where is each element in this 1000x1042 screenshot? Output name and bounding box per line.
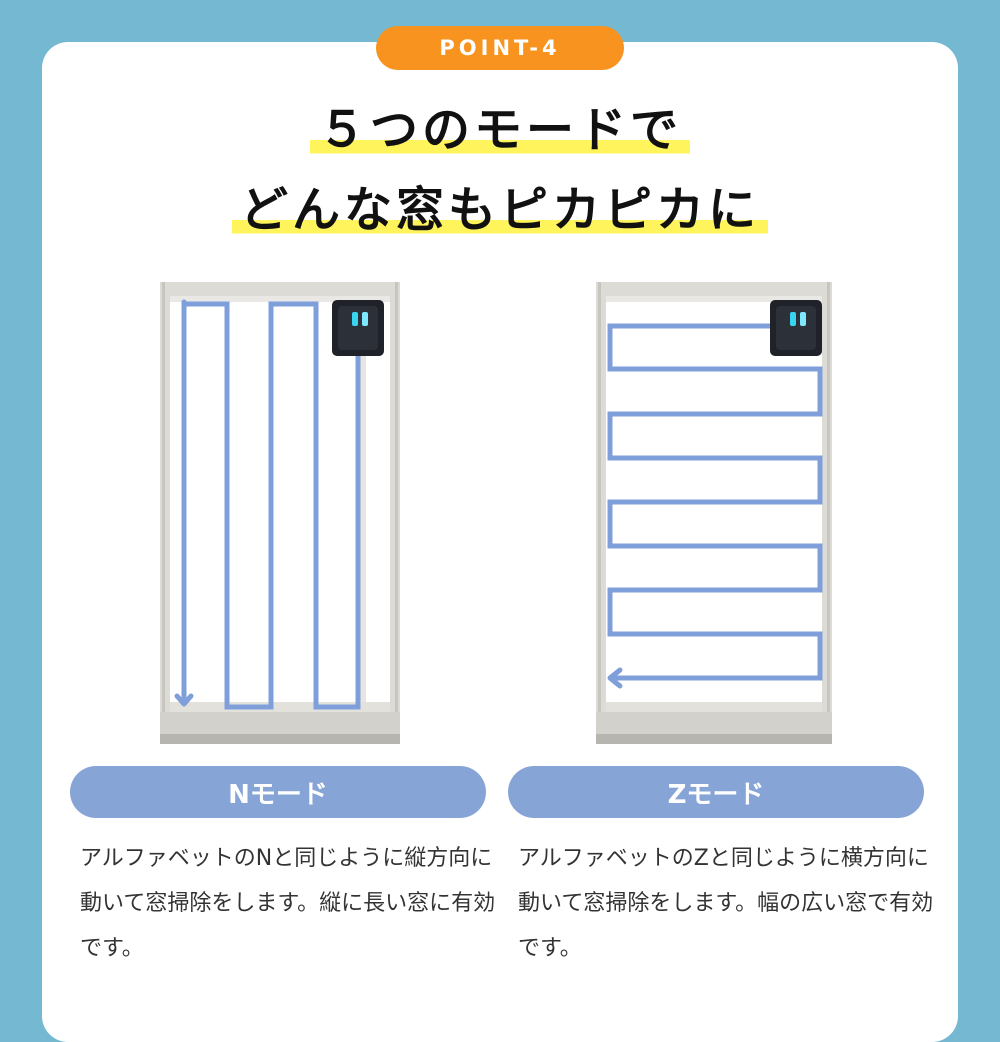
- title-line-2: どんな窓もピカピカに: [0, 170, 1000, 240]
- title-line-1: ５つのモードで: [0, 90, 1000, 160]
- robot-icon: [770, 300, 822, 356]
- point-badge: POINT-4: [376, 26, 624, 70]
- n-mode-label: Nモード: [70, 766, 486, 818]
- n-mode-description: アルファベットのNと同じように縦方向に動いて窓掃除をします。縦に長い窓に有効です…: [80, 846, 496, 961]
- z-mode-window-illustration: [596, 282, 832, 744]
- z-mode-label: Zモード: [508, 766, 924, 818]
- z-mode-description: アルファベットのZと同じように横方向に動いて窓掃除をします。幅の広い窓で有効です…: [518, 846, 934, 961]
- robot-icon: [332, 300, 384, 356]
- n-mode-window-illustration: [160, 282, 400, 744]
